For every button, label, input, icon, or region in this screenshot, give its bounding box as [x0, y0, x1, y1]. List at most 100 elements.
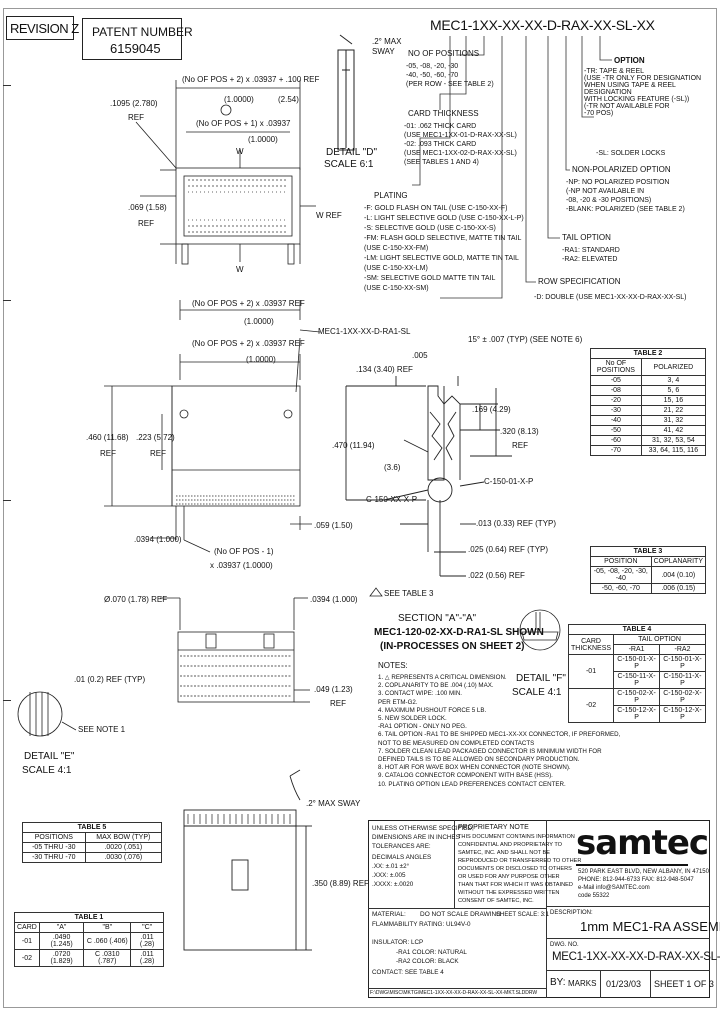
note-line: 10. PLATING OPTION LEAD PREFERENCES CONT…: [378, 780, 566, 788]
plating-line: -L: LIGHT SELECTIVE GOLD (USE C-150-XX-L…: [364, 215, 524, 222]
left-frame-tick: [3, 85, 11, 86]
title-block-divider: [650, 970, 651, 998]
revision-label: REVISION Z: [10, 21, 79, 36]
mid-dim-4: .0394 (1.000): [134, 535, 182, 544]
drawing-frame: [3, 8, 717, 1008]
detail-d-sway: .2° MAX: [372, 37, 402, 46]
section-dim-1: 15° ± .007 (TYP) (SEE NOTE 6): [468, 335, 583, 344]
tail-option-line: -RA2: ELEVATED: [562, 256, 618, 263]
proprietary-line: CONSENT OF SAMTEC, INC.: [458, 898, 534, 904]
top-w-ref: W REF: [316, 211, 342, 220]
table-cell: .0020 (.051): [84, 842, 163, 853]
date: 01/23/03: [606, 979, 642, 989]
mid-dim-3: .223 (5.72): [136, 433, 175, 442]
mid-dim-5b: x .03937 (1.0000): [210, 561, 273, 570]
file-path: F:\DWG\MISC\MKTG\MEC1-1XX-XX-XX-D-RAX-XX…: [370, 990, 538, 996]
logo-underline: [576, 864, 688, 866]
table-row: -50, -60, -70.006 (0.15): [590, 583, 707, 594]
mid-dim-6: .059 (1.50): [314, 521, 353, 530]
proprietary-line: CONFIDENTIAL AND PROPRIETARY TO: [458, 842, 563, 848]
table-row: -02.0720 (1.829)C .0310 (.787).011 (.28): [14, 949, 164, 967]
detail-e-dim: .01 (0.2) REF (TYP): [74, 675, 146, 684]
top-dim-1b: (1.0000): [224, 95, 254, 104]
table-1-head: "C": [130, 922, 164, 933]
non-polarized-line: -BLANK: POLARIZED (SEE TABLE 2): [566, 206, 685, 213]
top-dim-2b: (1.0000): [248, 135, 278, 144]
insulator: INSULATOR: LCP: [372, 939, 424, 946]
tolerance-line: .XXX: ±.005: [372, 872, 406, 879]
table-cell: C-150-12-X-P: [659, 705, 706, 723]
table-cell: 33, 64, 115, 116: [640, 445, 707, 456]
section-dim-6: .470 (11.94): [332, 441, 375, 450]
table-5-title: TABLE 5: [22, 822, 162, 833]
option-title: OPTION: [614, 56, 645, 65]
address-line: 520 PARK EAST BLVD, NEW ALBANY, IN 47150: [578, 869, 709, 875]
description: 1mm MEC1-RA ASSEMBLY: [580, 919, 720, 934]
section-dim-9: C-150-XX-X-P: [366, 495, 418, 504]
tolerances: UNLESS OTHERWISE SPECIFIED, DIMENSIONS A…: [372, 824, 474, 889]
left-frame-tick: [3, 300, 11, 301]
proprietary-line: THAN THAT FOR WHICH IT WAS OBTAINED: [458, 882, 573, 888]
material-sheet-scale: SHEET SCALE: 3:1: [496, 912, 549, 918]
left-frame-tick: [3, 700, 11, 701]
table-1-head: CARD: [14, 922, 40, 933]
title-block-divider: [546, 820, 547, 998]
description-label: DESCRIPTION:: [550, 910, 593, 916]
detail-f-title: DETAIL "F": [516, 673, 566, 684]
top-dim-3: .1095 (2.780): [110, 99, 158, 108]
top-dim-1: (No OF POS + 2) x .03937 + .100 REF: [182, 75, 320, 84]
proprietary-line: REPRODUCED OR TRANSFERRED TO OTHER: [458, 858, 582, 864]
contact-spec: CONTACT: SEE TABLE 4: [372, 969, 444, 976]
left-frame-tick: [3, 500, 11, 501]
plating-title: PLATING: [374, 191, 408, 200]
positions-line: -40, -50, -60, -70: [406, 72, 459, 79]
note-line: 4. MAXIMUM PUSHOUT FORCE 5 LB.: [378, 706, 487, 714]
drawing-number-label: DWG. NO.: [550, 942, 579, 948]
plating-line: -FM: FLASH GOLD SELECTIVE, MATTE TIN TAI…: [364, 235, 522, 242]
table-cell: C-150-12-X-P: [613, 705, 661, 723]
note-line: 6. TAIL OPTION -RA1 TO BE SHIPPED MEC1-X…: [378, 731, 621, 739]
proprietary-line: OR USED FOR ANY PURPOSE OTHER: [458, 874, 560, 880]
table-1: TABLE 1 CARD "A" "B" "C" -01.0490 (1.245…: [14, 912, 164, 967]
proprietary-line: WITHOUT THE EXPRESSED WRITTEN: [458, 890, 560, 896]
tolerance-line: .XXXX: ±.0020: [372, 881, 414, 888]
mid-dim-7: Ø.070 (1.78) REF: [104, 595, 168, 604]
table-2-head: POSITIONS: [596, 367, 635, 374]
table-cell: .0720 (1.829): [38, 949, 85, 967]
table-1-head: "A": [38, 922, 85, 933]
plating-line: (USE C-150-XX-LM): [364, 265, 428, 272]
non-polarized-line: -08, -20 & -30 POSITIONS): [566, 197, 652, 204]
positions-line: -05, -08, -20, -30: [406, 63, 459, 70]
tail-option-line: -RA1: STANDARD: [562, 247, 620, 254]
detail-d-sway2: SWAY: [372, 47, 395, 56]
title-block-divider: [368, 908, 546, 909]
mid-dim-1b: (1.0000): [246, 355, 276, 364]
title-block-divider: [368, 988, 546, 989]
section-dim-7: (3.6): [384, 463, 401, 472]
material-scale-note: DO NOT SCALE DRAWING: [420, 911, 502, 918]
top-dim-4: .069 (1.58): [128, 203, 167, 212]
table-1-title: TABLE 1: [14, 912, 164, 923]
detail-e-dim-2: .049 (1.23): [314, 685, 353, 694]
section-dim-10: .013 (0.33) REF (TYP): [476, 519, 557, 528]
mid-dim-2b: REF: [100, 449, 116, 458]
top-w-label: W: [236, 265, 244, 274]
option-line: -70 POS): [584, 110, 614, 117]
note-line: 9. CATALOG CONNECTOR COMPONENT WITH BASE…: [378, 772, 553, 780]
detail-e-title: DETAIL "E": [24, 751, 75, 762]
proprietary-title: PROPRIETARY NOTE: [458, 824, 529, 831]
table-row: -01.0490 (1.245)C .060 (.406).011 (.28): [14, 932, 164, 950]
section-dim-5b: REF: [512, 441, 528, 450]
top-dim-1c: (2.54): [278, 95, 299, 104]
title-block-divider: [600, 970, 601, 998]
table-5-head: MAX BOW (TYP): [84, 832, 163, 843]
option-line: WHEN USING TAPE & REEL DESIGNATION: [584, 82, 676, 96]
table-row: -30 THRU -70.0030 (.076): [22, 852, 163, 863]
top-dim-5b: (1.0000): [244, 317, 274, 326]
bottom-dim: .350 (8.89) REF: [312, 879, 369, 888]
drawing-number: MEC1-1XX-XX-XX-D-RAX-XX-SL-XX: [552, 951, 720, 963]
